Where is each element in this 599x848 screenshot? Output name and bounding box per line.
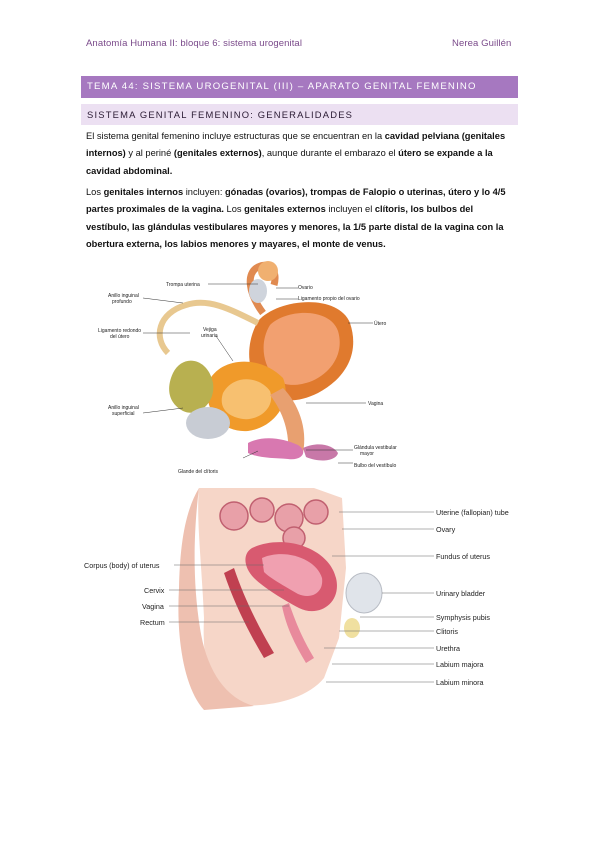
label-ligamento-propio: Ligamento propio del ovario (298, 296, 360, 302)
paragraph1-run-0: El sistema genital femenino incluye estr… (86, 131, 385, 141)
paragraph2-run-1: genitales internos (103, 187, 184, 197)
paragraph2-run-2: incluyen: (183, 187, 225, 197)
label-labium-minora: Labium minora (436, 678, 484, 687)
paragraph1-run-2: y al periné (125, 148, 174, 159)
label-fundus: Fundus of uterus (436, 552, 490, 561)
label-clitoris: Clitoris (436, 627, 458, 636)
running-header-author: Nerea Guillén (452, 38, 512, 49)
topic-title: TEMA 44: SISTEMA UROGENITAL (III) – APAR… (81, 76, 518, 98)
label-anillo-profundo-1: Anillo inguinal (108, 293, 139, 299)
paragraph1-run-5: útero se expande a la cavidad abdominal. (86, 148, 493, 176)
paragraph2-run-3: gónadas (ovarios), trompas de Falopio o … (86, 187, 506, 215)
label-urinary-bladder: Urinary bladder (436, 589, 486, 598)
label-trompa: Trompa uterina (166, 282, 200, 288)
label-vejiga-2: urinaria (201, 333, 218, 339)
paragraph1-run-4: , aunque durante el embarazo el (261, 148, 399, 159)
label-uterine-tube: Uterine (fallopian) tube (436, 508, 509, 517)
label-symphysis-pubis: Symphysis pubis (436, 613, 490, 622)
paragraph2-run-0: Los (86, 187, 104, 197)
label-vejiga-1: Vejiga (203, 327, 217, 333)
label-glandula-1: Glándula vestibular (354, 445, 397, 451)
label-glande: Glande del clítoris (178, 469, 219, 475)
label-anillo-profundo-2: profundo (112, 299, 132, 305)
label-ligamento-redondo-2: del útero (110, 334, 130, 340)
label-vagina: Vagina (368, 401, 383, 407)
label-vagina-en: Vagina (142, 602, 164, 611)
label-anillo-superficial-2: superficial (112, 411, 135, 417)
paragraph2-run-4: Los (223, 204, 245, 215)
paragraph2-run-7: clítoris, los bulbos del vestíbulo, las … (86, 204, 504, 250)
running-header-title: Anatomía Humana II: bloque 6: sistema ur… (86, 38, 303, 49)
paragraph2-run-5: genitales externos (244, 204, 326, 215)
paragraph-genitals: Los genitales internos incluyen: gónadas… (86, 184, 510, 254)
paragraph-intro: El sistema genital femenino incluye estr… (86, 128, 510, 180)
label-urethra: Urethra (436, 644, 460, 653)
section-title: SISTEMA GENITAL FEMENINO: GENERALIDADES (81, 104, 518, 125)
label-corpus: Corpus (body) of uterus (84, 561, 160, 570)
label-ovario: Ovario (298, 285, 313, 291)
label-cervix: Cervix (144, 586, 165, 595)
label-bulbo: Bulbo del vestíbulo (354, 463, 396, 469)
label-rectum: Rectum (140, 618, 165, 627)
label-glandula-2: mayor (360, 451, 374, 457)
paragraph1-run-1: cavidad pelviana (genitales internos) (86, 131, 506, 159)
paragraph2-run-6: incluyen el (325, 204, 375, 215)
figure-female-pelvis-sagittal-en: Uterine (fallopian) tube Ovary Fundus of… (84, 488, 509, 710)
paragraph1-run-3: (genitales externos) (173, 148, 262, 159)
label-anillo-superficial-1: Anillo inguinal (108, 405, 139, 411)
figure-female-genital-illustration-es: Trompa uterina Ovario Ligamento propio d… (98, 261, 397, 475)
label-labium-majora: Labium majora (436, 660, 484, 669)
label-ovary: Ovary (436, 525, 456, 534)
label-ligamento-redondo-1: Ligamento redondo (98, 328, 141, 334)
label-utero: Útero (374, 320, 386, 327)
